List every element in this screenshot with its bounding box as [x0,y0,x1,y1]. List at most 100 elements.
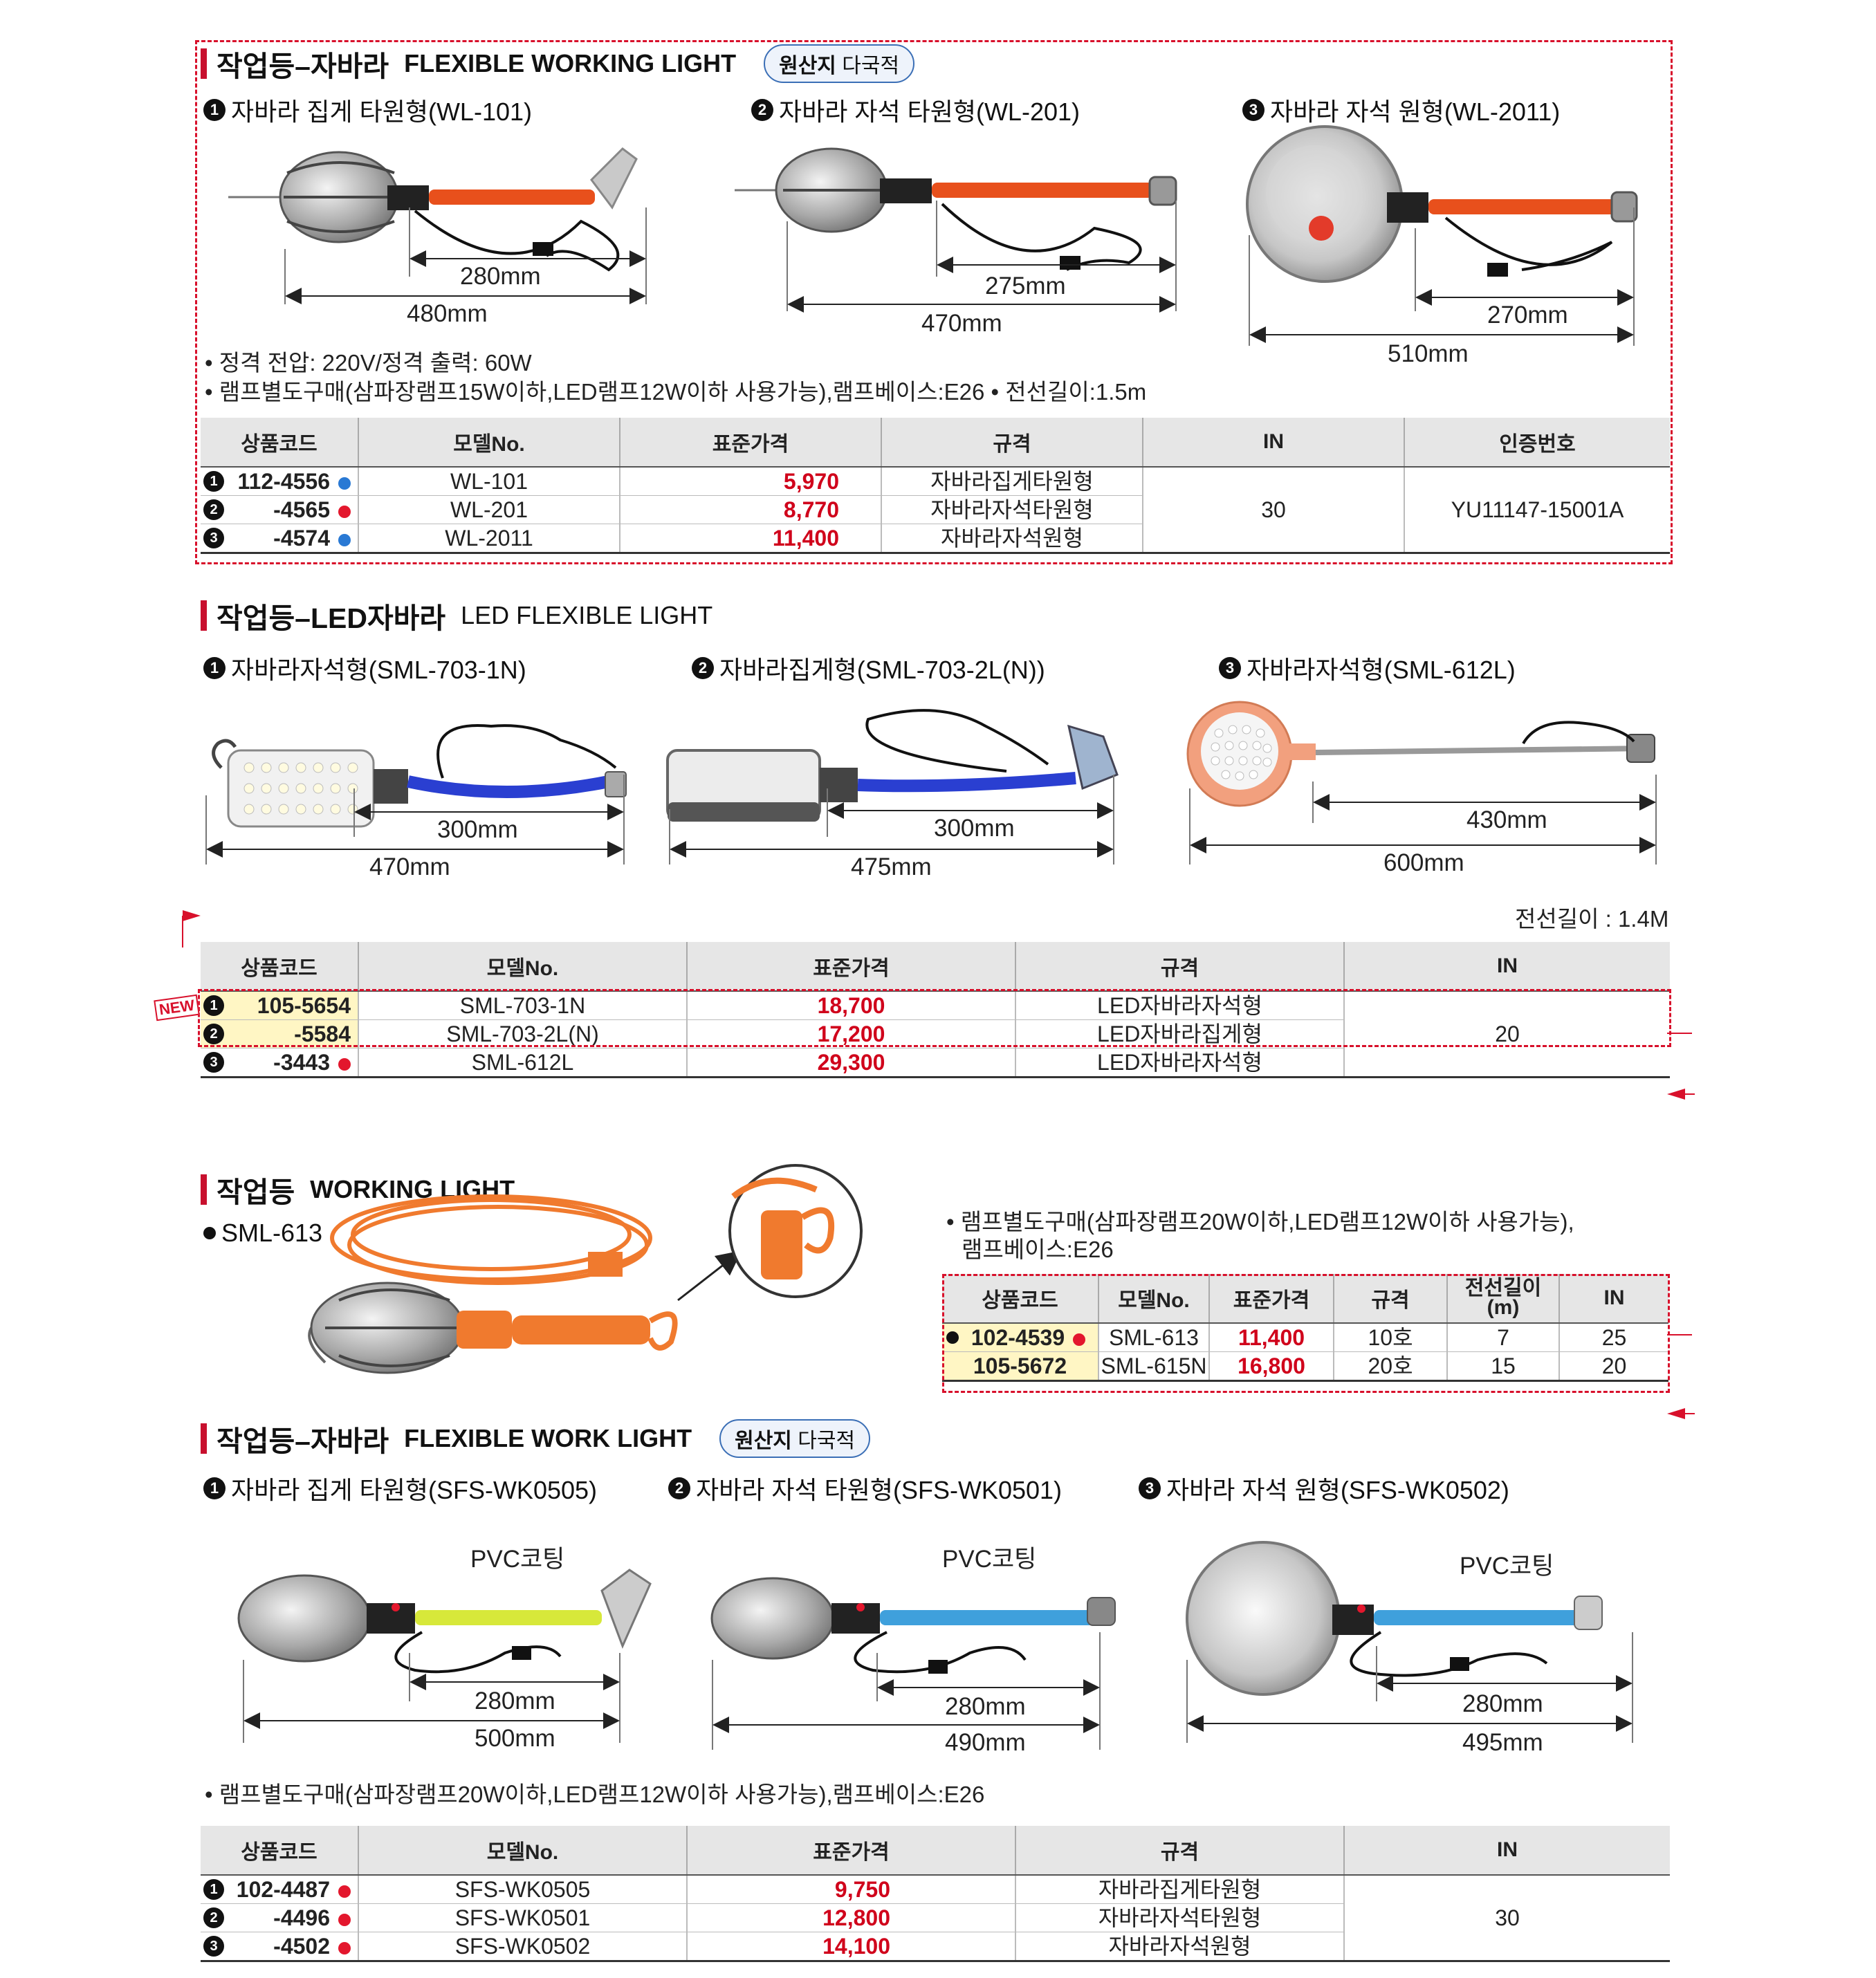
status-dot [338,477,351,490]
section2-title: 작업등–LED자바라 LED FLEXIBLE LIGHT [201,596,712,635]
model-cell: SML-612L [358,1048,687,1078]
section4-title: 작업등–자바라 FLEXIBLE WORK LIGHT 원산지 다국적 [201,1419,871,1458]
s3-note-line2: 램프베이스:E26 [962,1237,1114,1262]
th-in: IN [1142,418,1404,468]
s2-item1-dim-long: 470mm [369,853,450,880]
s2-item3-dim-short: 430mm [1466,806,1547,833]
title-bar [201,1174,207,1205]
price-cell: 11,400 [619,524,881,554]
model-cell: SML-703-1N [358,991,687,1020]
table-row: 3-4502 SFS-WK0502 14,100 자바라자석원형 [201,1932,1670,1962]
table-row: 2-4496 SFS-WK0501 12,800 자바라자석타원형 [201,1903,1670,1932]
th-spec: 규격 [881,418,1143,468]
model-cell: WL-101 [358,467,620,496]
price-cell: 5,970 [619,467,881,496]
s1-item1-dim-long: 480mm [407,300,488,327]
sfs-wk0505-lamp-image [237,1569,652,1674]
s2-item2-dim-short: 300mm [934,815,1015,842]
length-cell: 15 [1446,1351,1559,1382]
spec-cell: 자바라자석타원형 [881,495,1143,524]
s1-dimension-lines [284,201,1635,346]
price-cell: 17,200 [686,1019,1015,1048]
s4-pvc-label-2: PVC코팅 [942,1546,1037,1573]
th-in: IN [1558,1274,1668,1324]
table-row: 102-4539 SML-613 11,400 10호 7 25 [942,1323,1668,1352]
spec-cell: 자바라자석타원형 [1015,1903,1344,1932]
s3-note-line1: • 램프별도구매(삼파장램프20W이하,LED램프12W이하 사용가능), [946,1209,1574,1235]
sml-612l-lamp-image [1186,701,1655,807]
model-cell: SML-613 [1098,1323,1209,1352]
bullet-icon [203,1227,216,1239]
product-code: 102-4539 [971,1325,1065,1350]
status-dot [338,533,351,546]
table-row: 3-3443 SML-612L 29,300 LED자바라자석형 [201,1048,1670,1078]
s1-item3-dim-short: 270mm [1487,302,1568,329]
table-row: 105-5672 SML-615N 16,800 20호 15 20 [942,1351,1668,1382]
th-spec: 규격 [1015,942,1344,992]
model-cell: WL-201 [358,495,620,524]
status-dot [338,505,351,518]
table-row: 2-4565 WL-201 8,770 자바라자석타원형 [201,495,1670,524]
s1-item2-dim-short: 275mm [985,272,1066,299]
product-code: 105-5654 [257,993,351,1018]
wl-201-lamp-image [735,147,1177,271]
spec-cell: 10호 [1333,1323,1447,1352]
s3-table-frame [942,1274,1670,1393]
price-cell: 12,800 [686,1903,1015,1932]
s1-note-lamp: • 램프별도구매(삼파장램프15W이하,LED램프12W이하 사용가능),램프베… [205,379,1147,405]
th-in: IN [1343,1826,1670,1876]
in-cell: 20 [1558,1351,1668,1382]
length-cell: 7 [1446,1323,1559,1352]
in-cell: 20 [1343,991,1670,1078]
in-cell: 30 [1142,467,1404,554]
spec-cell: 자바라집게타원형 [881,467,1143,496]
s1-item2-dim-long: 470mm [921,310,1002,337]
section2-title-ko: 작업등–LED자바라 [217,602,446,634]
spec-cell: LED자바라자석형 [1015,1048,1344,1078]
sml-703-2ln-lamp-image [666,709,1119,822]
th-code: 상품코드 [201,942,358,992]
status-dot [1073,1333,1086,1346]
s3-spec-table: 상품코드 모델No. 표준가격 규격 전선길이 (m) IN 102-4539 … [942,1274,1668,1382]
wl-2011-lamp-image [1246,125,1638,283]
product-code: -4502 [273,1934,330,1959]
spec-cell: 20호 [1333,1351,1447,1382]
spec-cell: LED자바라자석형 [1015,991,1344,1020]
s4-pvc-label-3: PVC코팅 [1460,1553,1554,1580]
s4-item1-dim-short: 280mm [475,1688,555,1714]
th-code: 상품코드 [201,1826,358,1876]
s4-note-lamp: • 램프별도구매(삼파장램프20W이하,LED램프12W이하 사용가능),램프베… [205,1782,985,1807]
price-cell: 11,400 [1208,1323,1334,1352]
th-spec: 규격 [1015,1826,1344,1876]
product-code: 102-4487 [236,1877,330,1902]
s3-item-label: SML-613 [203,1219,322,1248]
th-price: 표준가격 [1208,1274,1334,1324]
origin-badge: 원산지 다국적 [719,1419,871,1458]
th-model: 모델No. [358,942,687,992]
section1-title-ko: 작업등–자바라 [217,50,389,82]
price-cell: 8,770 [619,495,881,524]
s4-item1-dim-long: 500mm [475,1725,555,1752]
price-cell: 9,750 [686,1875,1015,1904]
s2-right-markers [1667,1033,1695,1100]
price-cell: 16,800 [1208,1351,1334,1382]
s2-red-marker [182,910,201,948]
s3-right-markers [1667,1334,1695,1419]
section1-title-en: FLEXIBLE WORKING LIGHT [404,49,737,77]
status-dot [338,1941,351,1954]
th-code: 상품코드 [201,418,358,468]
sml-703-1n-lamp-image [212,724,627,828]
th-cert: 인증번호 [1404,418,1670,468]
th-price: 표준가격 [619,418,881,468]
th-code: 상품코드 [942,1274,1098,1324]
